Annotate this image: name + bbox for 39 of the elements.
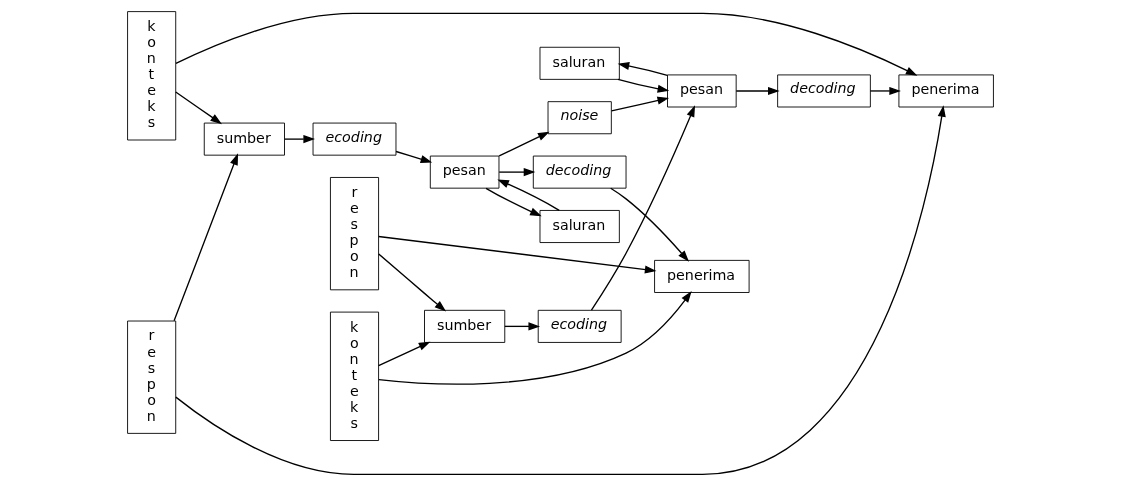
arrow	[395, 150, 433, 163]
arrow	[284, 135, 315, 144]
node-box: penerima	[898, 74, 994, 108]
node-box: penerima	[654, 259, 750, 293]
arrow	[869, 86, 901, 96]
arrow	[610, 187, 690, 262]
node-box: saluran	[539, 46, 620, 80]
arrow	[378, 253, 447, 312]
arrow	[175, 12, 918, 76]
arrow	[485, 187, 542, 217]
node-box: ecoding	[312, 122, 397, 156]
node-box: pesan	[429, 155, 500, 189]
arrow	[504, 322, 541, 331]
node-box: sumber	[203, 122, 285, 156]
arrow	[498, 131, 550, 157]
node-box: ecoding	[537, 309, 622, 343]
arrow	[377, 235, 657, 274]
arrow	[590, 105, 696, 311]
node-box: pesan	[667, 74, 737, 108]
arrow	[617, 61, 668, 76]
node-box: noise	[547, 101, 612, 135]
arrow	[377, 341, 431, 367]
node-box: konteks	[127, 11, 177, 141]
arrow	[175, 91, 222, 125]
arrow	[610, 96, 670, 112]
node-box: respon	[330, 177, 380, 291]
node-box: decoding	[532, 155, 627, 189]
arrow	[175, 105, 946, 476]
arrow	[617, 78, 670, 93]
node-box: saluran	[539, 210, 620, 243]
node-box: decoding	[777, 74, 871, 108]
arrow	[173, 153, 239, 322]
node-box: konteks	[330, 311, 380, 441]
node-box: sumber	[424, 309, 506, 343]
arrow	[498, 168, 536, 177]
arrow	[497, 179, 560, 211]
arrow	[378, 291, 692, 385]
arrow	[735, 86, 780, 96]
node-box: respon	[127, 320, 177, 434]
